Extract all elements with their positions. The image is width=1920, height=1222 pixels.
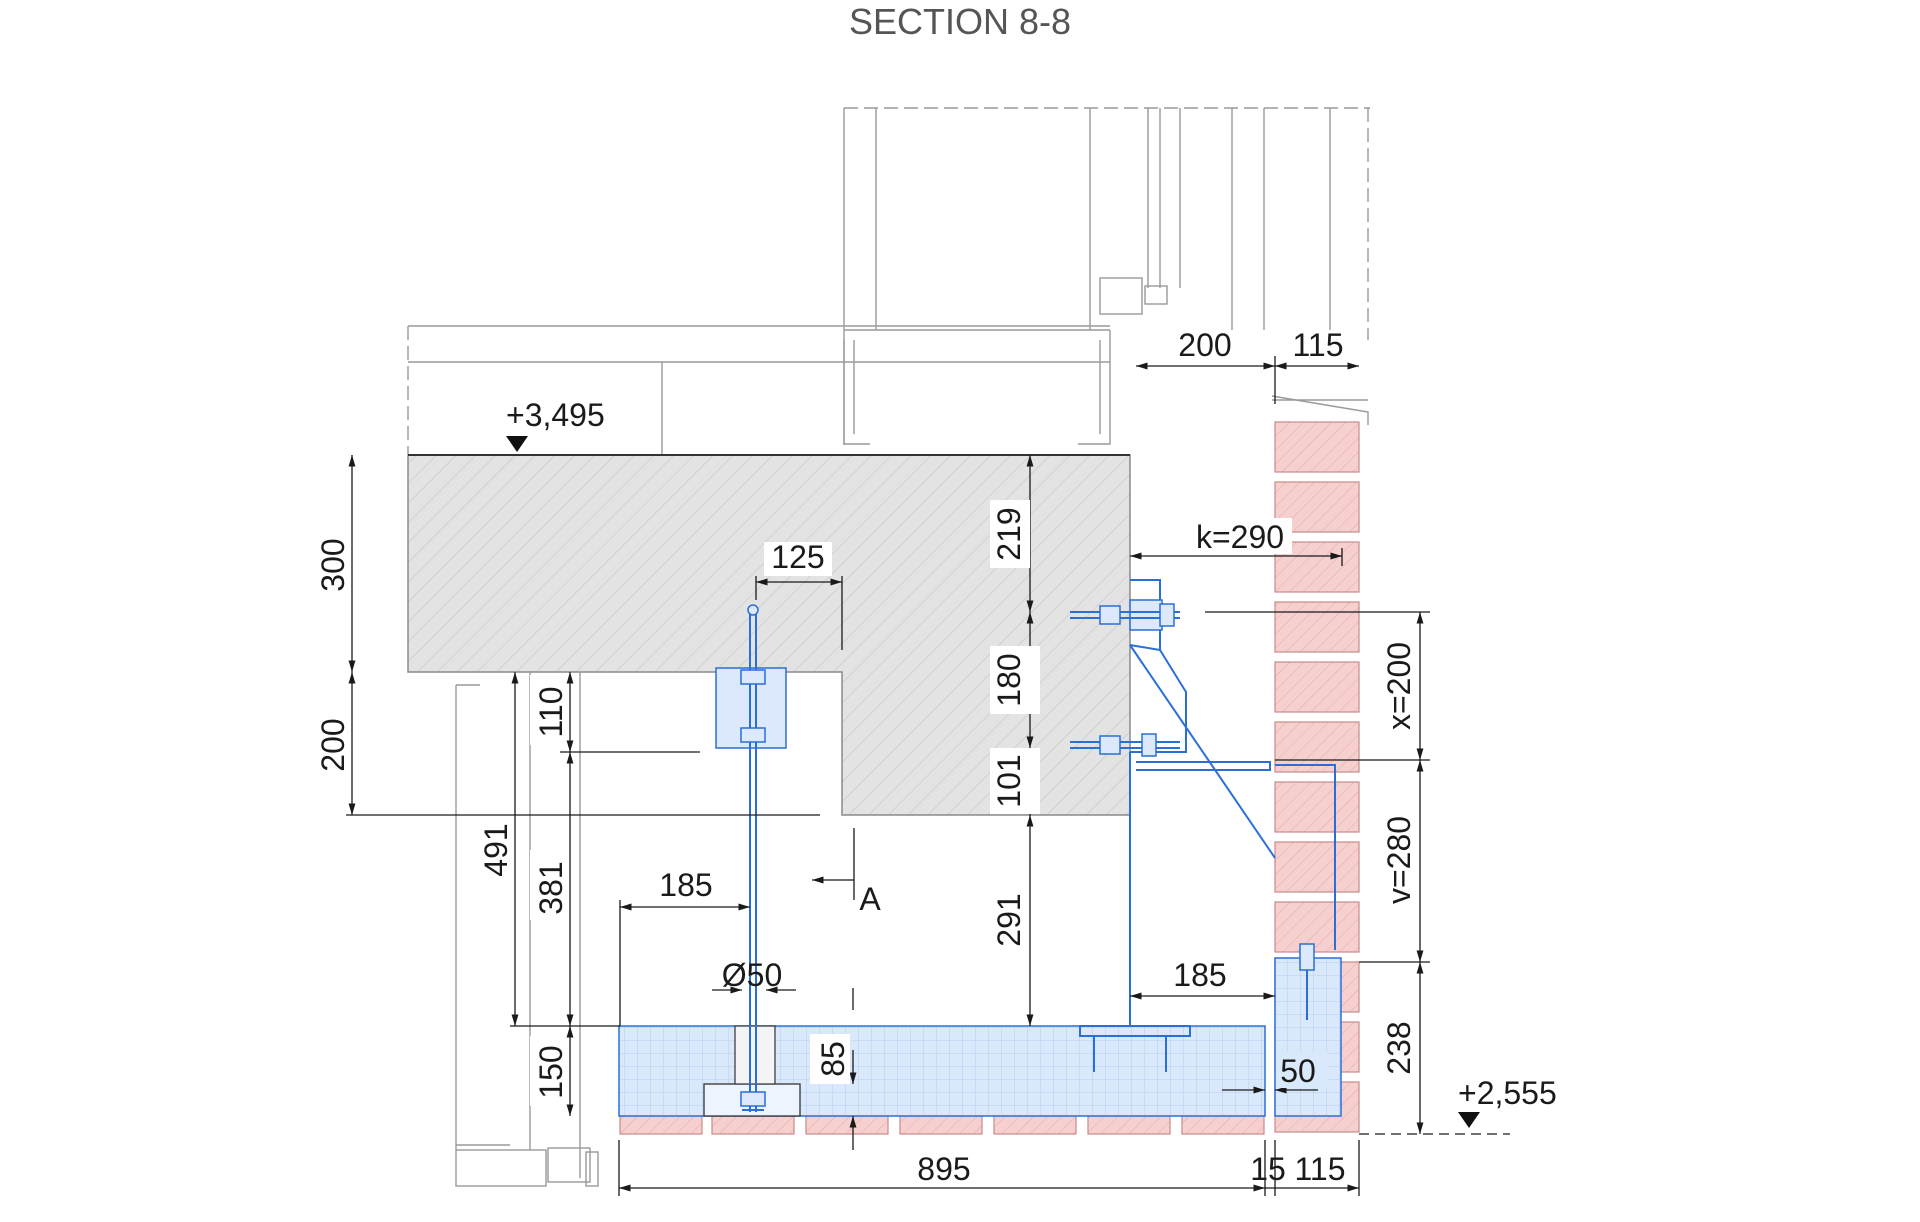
dim-101: 101 [991,754,1027,807]
dim-15: 15 [1250,1151,1286,1187]
level-marker-bottom [1458,1112,1480,1128]
dim-v-280: v=280 [1381,816,1417,904]
dim-125: 125 [771,539,824,575]
dim-491: 491 [478,823,514,876]
hanger-rod [715,604,787,1112]
lower-frame-outline [455,672,599,1187]
dim-180: 180 [991,653,1027,706]
dim-381: 381 [533,861,569,914]
dim-diameter-50: Ø50 [722,957,782,993]
section-marker-a: A [859,881,881,917]
dimension-labels: 300 200 491 110 381 150 125 185 Ø50 85 A… [315,327,1417,1187]
level-bottom-label: +2,555 [1458,1075,1557,1111]
dim-110: 110 [533,686,569,737]
level-marker-top [506,436,528,452]
brick-soffit [619,1115,1265,1135]
dim-300: 300 [315,538,351,591]
dim-219: 219 [991,507,1027,560]
dim-85: 85 [815,1041,851,1077]
dim-115-bottom: 115 [1294,1151,1345,1187]
upper-frame-outline [407,107,1370,454]
level-top-label: +3,495 [506,397,605,433]
drawing-title: SECTION 8-8 [849,1,1071,42]
dimension-lines [346,356,1510,1196]
dim-k-290: k=290 [1196,519,1284,555]
dim-185-left: 185 [659,867,712,903]
dim-x-200: x=200 [1381,642,1417,730]
dim-238: 238 [1381,1021,1417,1074]
dim-895: 895 [917,1151,970,1187]
dim-185-right: 185 [1173,957,1226,993]
dim-200-left: 200 [315,718,351,771]
dim-150: 150 [533,1045,569,1098]
support-bracket [1070,579,1336,1072]
dim-291: 291 [991,893,1027,946]
dim-115-top: 115 [1292,327,1343,363]
dim-50: 50 [1280,1053,1316,1089]
dim-200-top: 200 [1178,327,1231,363]
